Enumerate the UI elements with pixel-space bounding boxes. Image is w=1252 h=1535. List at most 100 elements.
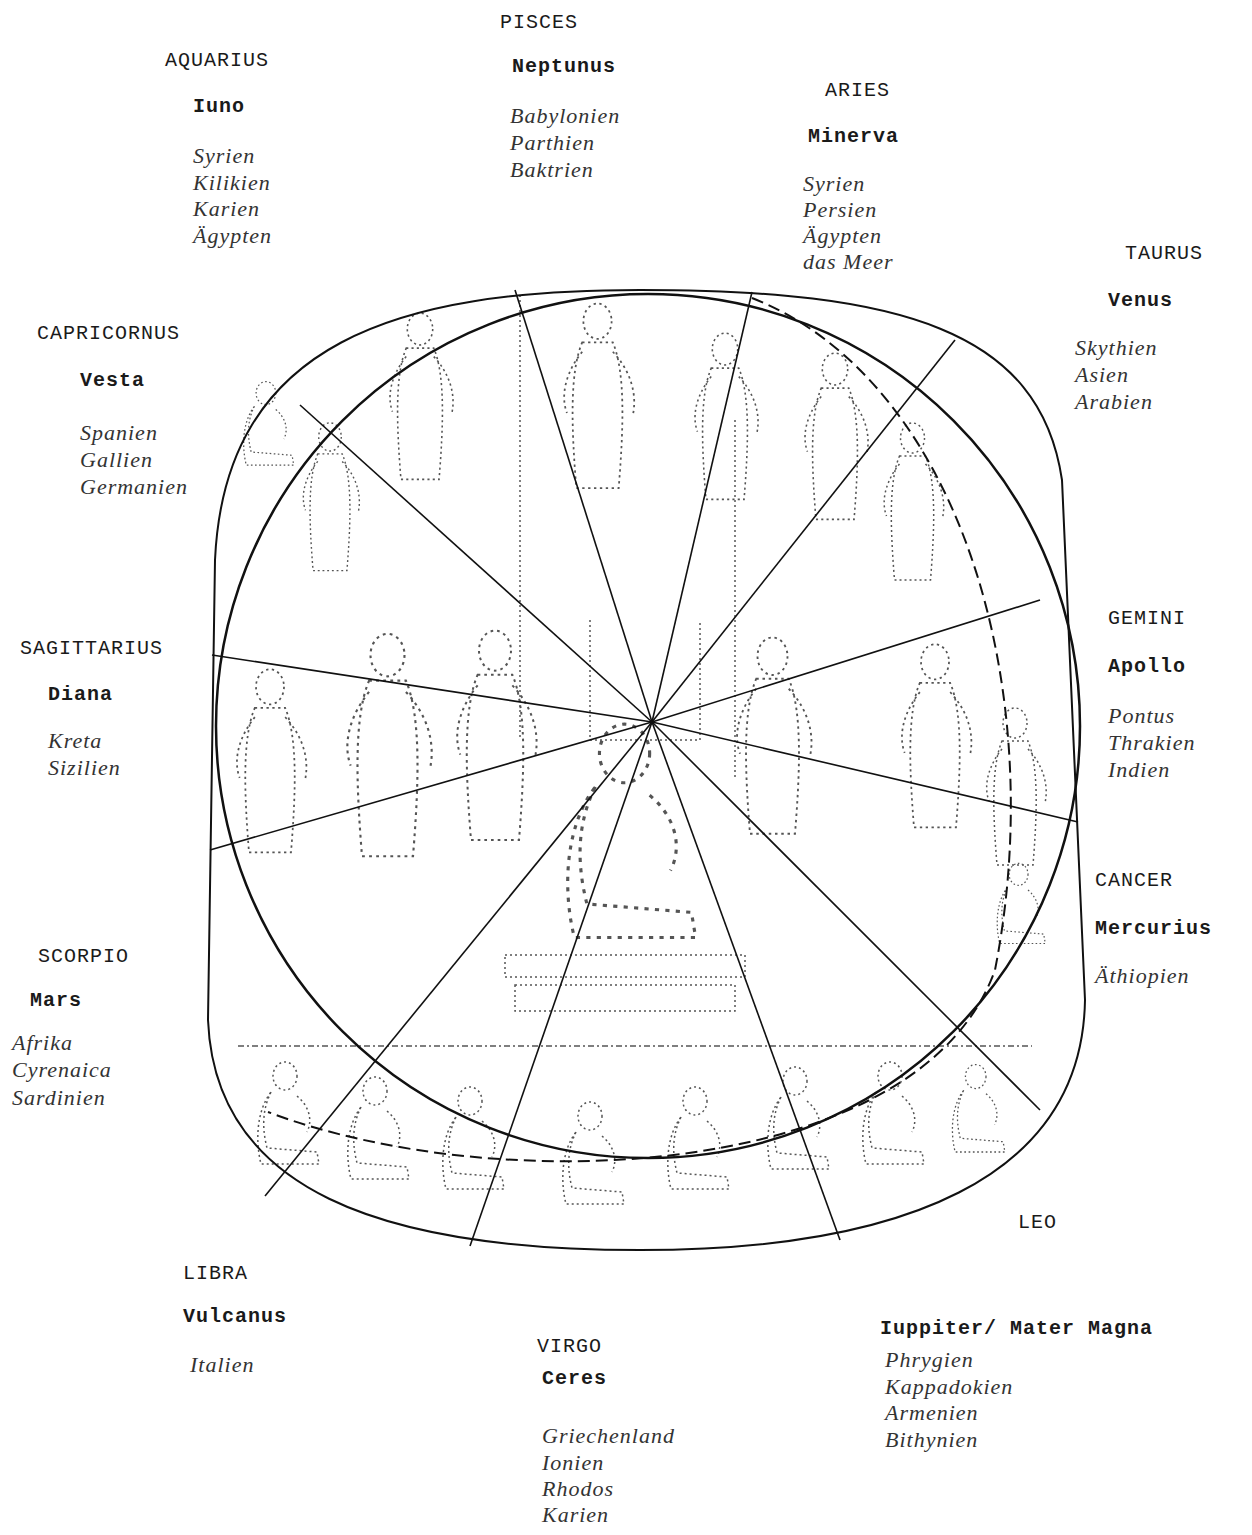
region-name: Babylonien — [510, 104, 620, 128]
deity-name: Vulcanus — [183, 1306, 287, 1328]
region-name: Rhodos — [542, 1477, 614, 1501]
sector-divider — [652, 722, 1078, 822]
region-name: Persien — [803, 198, 877, 222]
zodiac-sign: LEO — [1018, 1212, 1057, 1234]
deity-name: Mars — [30, 990, 82, 1012]
platform-step — [505, 955, 745, 977]
sector-divider — [210, 722, 652, 850]
region-name: Karien — [542, 1503, 609, 1527]
figure — [563, 1102, 624, 1204]
dashed-circle — [268, 298, 1011, 1161]
figure — [863, 1062, 924, 1164]
region-name: Skythien — [1075, 336, 1158, 360]
sector-divider — [265, 722, 652, 1196]
zodiac-sign: AQUARIUS — [165, 50, 269, 72]
figure — [244, 382, 294, 465]
deity-name: Mercurius — [1095, 918, 1212, 940]
figure — [348, 1077, 409, 1179]
figure — [568, 724, 696, 937]
region-name: Karien — [193, 197, 260, 221]
region-name: Syrien — [193, 144, 255, 168]
figure — [347, 634, 431, 856]
zodiac-sign: CANCER — [1095, 870, 1173, 892]
deity-name: Neptunus — [512, 56, 616, 78]
region-name: Parthien — [510, 131, 595, 155]
sector-divider — [212, 655, 652, 722]
region-name: Indien — [1108, 758, 1170, 782]
platform-step — [515, 985, 735, 1011]
region-name: Spanien — [80, 421, 158, 445]
figure — [258, 1062, 319, 1164]
figure — [884, 423, 944, 580]
region-name: Sizilien — [48, 756, 121, 780]
sector-divider — [300, 405, 652, 722]
region-name: Kreta — [48, 729, 102, 753]
sector-divider — [652, 340, 955, 722]
region-name: Ägypten — [193, 224, 272, 248]
region-name: Italien — [190, 1353, 254, 1377]
region-name: Phrygien — [885, 1348, 974, 1372]
zodiac-sign: SCORPIO — [38, 946, 129, 968]
region-name: Thrakien — [1108, 731, 1195, 755]
region-name: Baktrien — [510, 158, 594, 182]
sector-divider — [652, 722, 1040, 1110]
deity-name: Ceres — [542, 1368, 607, 1390]
figure — [668, 1087, 729, 1189]
figure — [737, 638, 811, 834]
figure — [695, 333, 758, 499]
region-name: Armenien — [885, 1401, 979, 1425]
region-name: Ägypten — [803, 224, 882, 248]
figure — [987, 708, 1047, 865]
region-name: Afrika — [12, 1031, 73, 1055]
deity-name: Iuno — [193, 96, 245, 118]
region-name: Cyrenaica — [12, 1058, 112, 1082]
deity-name: Vesta — [80, 370, 145, 392]
figure — [564, 304, 634, 489]
region-name: Pontus — [1108, 704, 1175, 728]
sector-dividers — [210, 290, 1078, 1246]
sector-divider — [652, 600, 1040, 722]
region-name: Griechenland — [542, 1424, 675, 1448]
deity-name: Diana — [48, 684, 113, 706]
zodiac-sign: CAPRICORNUS — [37, 323, 180, 345]
region-name: Asien — [1075, 363, 1129, 387]
zodiac-sign: TAURUS — [1125, 243, 1203, 265]
deity-name: Minerva — [808, 126, 899, 148]
figure — [457, 631, 536, 840]
deity-name: Apollo — [1108, 656, 1186, 678]
region-name: Kilikien — [193, 171, 271, 195]
figure — [952, 1065, 1004, 1152]
figure — [390, 313, 453, 479]
figure — [805, 353, 868, 519]
region-name: Kappadokien — [885, 1375, 1013, 1399]
region-name: Gallien — [80, 448, 153, 472]
zodiac-sign: LIBRA — [183, 1263, 248, 1285]
zodiac-sign: PISCES — [500, 12, 578, 34]
region-name: Syrien — [803, 172, 865, 196]
sector-divider — [652, 292, 752, 722]
zodiac-sign: SAGITTARIUS — [20, 638, 163, 660]
gem-outline — [208, 290, 1085, 1250]
figure — [902, 644, 971, 827]
region-name: Arabien — [1075, 390, 1153, 414]
region-name: Sardinien — [12, 1086, 106, 1110]
zodiac-sign: VIRGO — [537, 1336, 602, 1358]
sector-divider — [652, 722, 840, 1240]
scepter — [519, 295, 521, 740]
figure — [768, 1067, 829, 1169]
sector-divider — [515, 290, 652, 722]
platform — [505, 295, 745, 1011]
region-name: Äthiopien — [1095, 964, 1190, 988]
region-name: Germanien — [80, 475, 188, 499]
region-name: Ionien — [542, 1451, 604, 1475]
deity-name: Venus — [1108, 290, 1173, 312]
figure — [997, 863, 1045, 943]
region-name: Bithynien — [885, 1428, 978, 1452]
sector-divider — [470, 722, 652, 1246]
region-name: das Meer — [803, 250, 893, 274]
scepter — [734, 420, 736, 780]
zodiac-sign: GEMINI — [1108, 608, 1186, 630]
figure — [303, 423, 359, 571]
